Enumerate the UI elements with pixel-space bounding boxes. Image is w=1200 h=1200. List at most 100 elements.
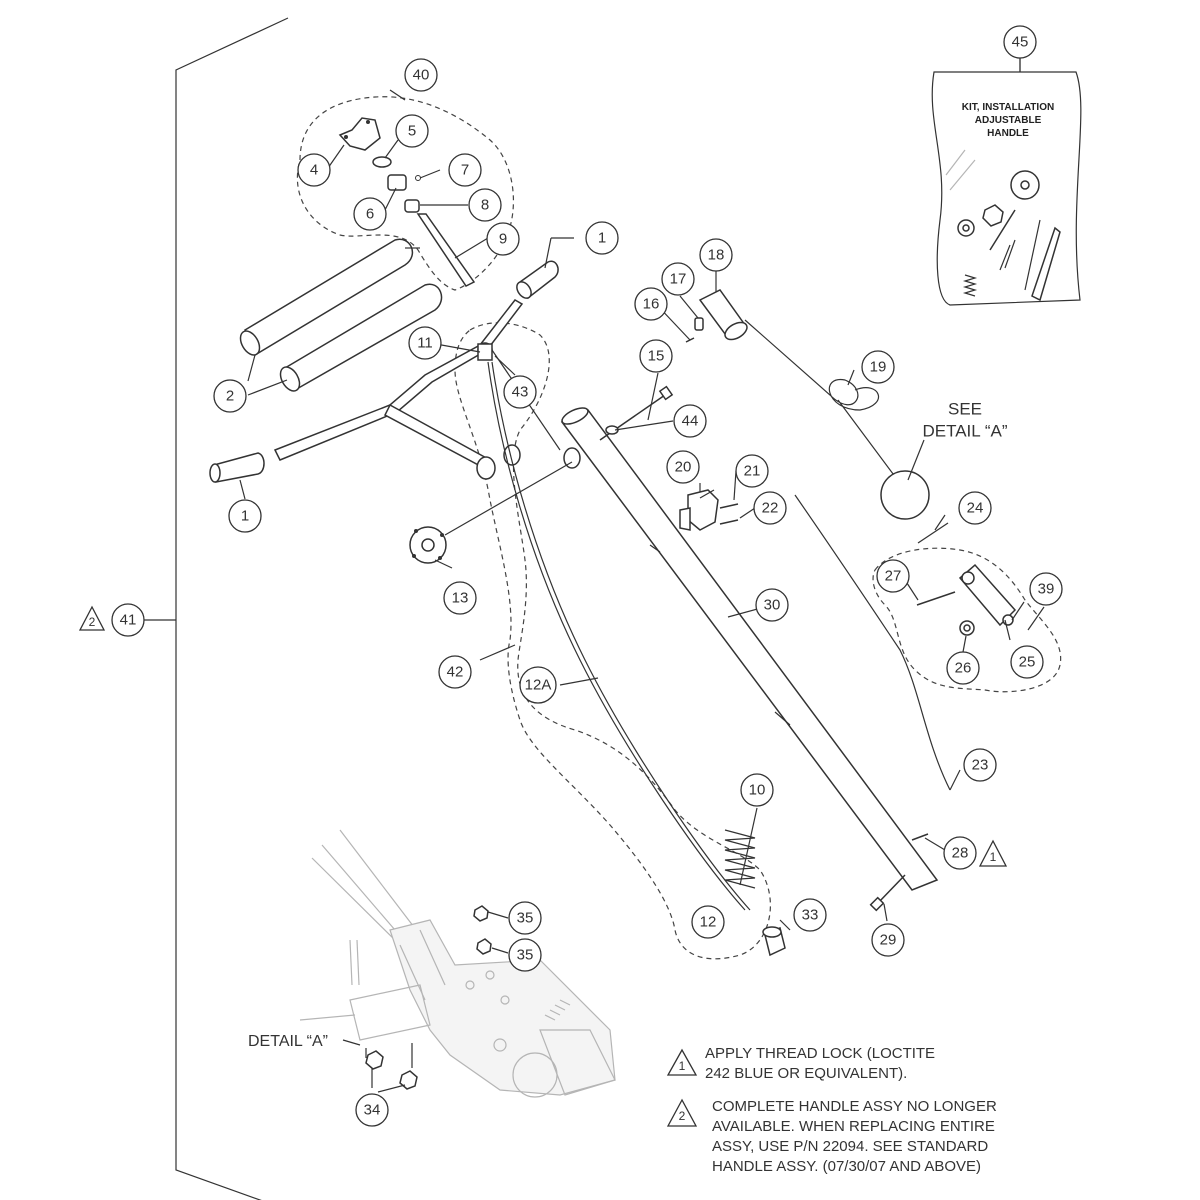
svg-text:39: 39 xyxy=(1038,581,1055,598)
cable-end-18 xyxy=(698,289,748,341)
spring-24 xyxy=(917,522,949,544)
screw-21 xyxy=(719,503,739,509)
set-screw-17 xyxy=(694,317,704,331)
detail-a-marker xyxy=(880,470,930,520)
callout-21[interactable]: 21 xyxy=(735,454,769,488)
svg-text:27: 27 xyxy=(885,568,902,585)
pin-28 xyxy=(911,833,929,841)
nut-35-lower xyxy=(476,938,492,955)
svg-text:1: 1 xyxy=(679,1059,686,1073)
callout-23[interactable]: 23 xyxy=(963,748,997,782)
callout-1-right[interactable]: 1 xyxy=(585,221,619,255)
callout-2[interactable]: 2 xyxy=(213,379,247,413)
svg-text:24: 24 xyxy=(967,500,984,517)
svg-text:5: 5 xyxy=(408,123,416,140)
adjuster-knob xyxy=(338,117,381,151)
callout-1-left[interactable]: 1 xyxy=(228,499,262,533)
callout-42[interactable]: 42 xyxy=(438,655,472,689)
group-outline-39 xyxy=(872,547,1062,693)
note-2-line4: HANDLE ASSY. (07/30/07 AND ABOVE) xyxy=(712,1158,981,1175)
callout-44[interactable]: 44 xyxy=(673,404,707,438)
callout-40[interactable]: 40 xyxy=(404,58,438,92)
callout-5[interactable]: 5 xyxy=(395,114,429,148)
svg-text:23: 23 xyxy=(972,757,989,774)
callout-8[interactable]: 8 xyxy=(468,188,502,222)
svg-text:16: 16 xyxy=(643,296,660,313)
svg-text:18: 18 xyxy=(708,247,725,264)
main-tube xyxy=(560,407,939,891)
callout-15[interactable]: 15 xyxy=(639,339,673,373)
callout-43[interactable]: 43 xyxy=(503,375,537,409)
svg-text:34: 34 xyxy=(364,1102,381,1119)
flange-13 xyxy=(409,461,573,564)
callout-33[interactable]: 33 xyxy=(793,898,827,932)
callout-18[interactable]: 18 xyxy=(699,238,733,272)
group-outline-42 xyxy=(454,322,771,960)
callout-30[interactable]: 30 xyxy=(755,588,789,622)
callout-16[interactable]: 16 xyxy=(634,287,668,321)
note-2-line2: AVAILABLE. WHEN REPLACING ENTIRE xyxy=(712,1118,995,1135)
callout-24[interactable]: 24 xyxy=(958,491,992,525)
kit-nut xyxy=(982,204,1004,227)
svg-text:42: 42 xyxy=(447,664,464,681)
callout-29[interactable]: 29 xyxy=(871,923,905,957)
grip-left xyxy=(213,452,265,483)
svg-text:1: 1 xyxy=(241,508,249,525)
svg-text:20: 20 xyxy=(675,459,692,476)
callout-10[interactable]: 10 xyxy=(740,773,774,807)
handle-bushing xyxy=(476,456,496,480)
note-1-line1: APPLY THREAD LOCK (LOCTITE xyxy=(705,1045,935,1062)
rod-12a xyxy=(487,361,746,911)
svg-text:29: 29 xyxy=(880,932,897,949)
note-2-line3: ASSY, USE P/N 22094. SEE STANDARD xyxy=(712,1138,988,1155)
callout-39[interactable]: 39 xyxy=(1029,572,1063,606)
svg-text:12A: 12A xyxy=(525,677,552,694)
callout-7[interactable]: 7 xyxy=(448,153,482,187)
nut-34-left xyxy=(365,1050,384,1070)
svg-text:30: 30 xyxy=(764,597,781,614)
callout-41[interactable]: 41 xyxy=(111,603,145,637)
svg-text:19: 19 xyxy=(870,359,887,376)
leader-lines xyxy=(239,56,1045,1093)
callout-26[interactable]: 26 xyxy=(946,651,980,685)
svg-text:13: 13 xyxy=(452,590,469,607)
callout-11[interactable]: 11 xyxy=(408,326,442,360)
kit-title-line3: HANDLE xyxy=(987,128,1029,139)
callout-19[interactable]: 19 xyxy=(861,350,895,384)
callout-35-lower[interactable]: 35 xyxy=(508,938,542,972)
callout-35-upper[interactable]: 35 xyxy=(508,901,542,935)
svg-text:43: 43 xyxy=(512,384,529,401)
note-2: 2 COMPLETE HANDLE ASSY NO LONGER AVAILAB… xyxy=(666,1098,997,1175)
pin-27 xyxy=(916,591,956,606)
kit-spring xyxy=(962,274,978,297)
bracket-20 xyxy=(679,489,719,531)
foam-cover-upper xyxy=(244,238,414,357)
nut-34-right xyxy=(399,1070,418,1090)
note-2-line1: COMPLETE HANDLE ASSY NO LONGER xyxy=(712,1098,997,1115)
callout-13[interactable]: 13 xyxy=(443,581,477,615)
callout-22[interactable]: 22 xyxy=(753,491,787,525)
callout-25[interactable]: 25 xyxy=(1010,645,1044,679)
callout-34[interactable]: 34 xyxy=(355,1093,389,1127)
callout-28[interactable]: 28 xyxy=(943,836,977,870)
screw-22 xyxy=(719,519,739,525)
svg-text:11: 11 xyxy=(417,335,433,352)
assembly-bracket xyxy=(144,17,289,1200)
callout-12[interactable]: 12 xyxy=(691,905,725,939)
callout-4[interactable]: 4 xyxy=(297,153,331,187)
callout-45[interactable]: 45 xyxy=(1003,25,1037,59)
svg-text:28: 28 xyxy=(952,845,969,862)
triangle-marker-41: 2 xyxy=(78,605,106,631)
callout-27[interactable]: 27 xyxy=(876,559,910,593)
handle-bar xyxy=(273,299,581,480)
callout-6[interactable]: 6 xyxy=(353,197,387,231)
installation-kit-bag: KIT, INSTALLATION ADJUSTABLE HANDLE xyxy=(931,56,1082,306)
callout-20[interactable]: 20 xyxy=(666,450,700,484)
svg-text:44: 44 xyxy=(682,413,699,430)
svg-text:2: 2 xyxy=(226,388,234,405)
callout-12a[interactable]: 12A xyxy=(519,666,557,704)
callout-17[interactable]: 17 xyxy=(661,262,695,296)
callout-9[interactable]: 9 xyxy=(486,222,520,256)
